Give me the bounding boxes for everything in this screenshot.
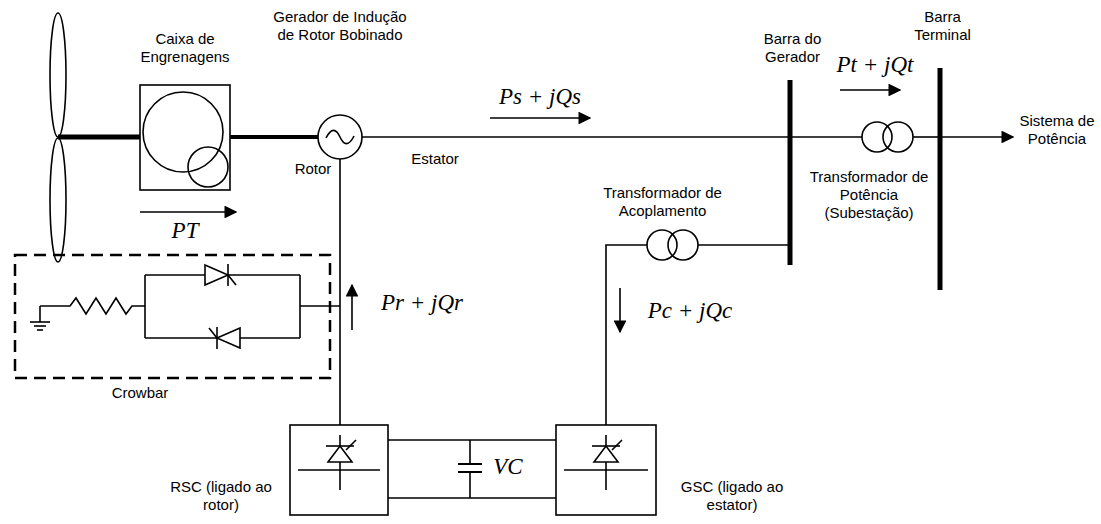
thyristor-symbol	[217, 328, 240, 348]
part-name: Estator	[395, 150, 475, 168]
part-name: Rotor	[288, 160, 338, 178]
power-flow: Pt + jQt	[820, 52, 930, 78]
converter-symbol	[339, 435, 341, 446]
voltage-name: VC	[488, 454, 528, 480]
part-name: Caixa de Engrenagens	[120, 30, 250, 66]
stator-wire	[362, 136, 790, 138]
rotor-wire	[339, 159, 341, 425]
power-flow: Pr + jQr	[362, 290, 482, 316]
ground-symbol	[39, 306, 41, 322]
generator-symbol	[326, 130, 354, 143]
wire	[790, 136, 862, 138]
thyristor-gate	[209, 328, 217, 338]
bus-bar	[938, 68, 943, 290]
gsc-box	[556, 425, 656, 515]
flow-arrow	[490, 117, 590, 119]
wire	[913, 136, 940, 138]
flow-arrow	[940, 136, 1013, 138]
part-name: Sistema de Potência	[1017, 112, 1097, 148]
bus-name: Barra do Gerador	[745, 30, 840, 66]
bus-bar	[788, 80, 793, 265]
transformer-symbol	[883, 122, 913, 152]
capacitor-symbol	[458, 463, 482, 465]
shaft	[58, 135, 140, 140]
blade	[50, 138, 66, 262]
blade	[50, 13, 66, 137]
transformer-symbol	[647, 230, 677, 260]
capacitor-symbol	[469, 472, 471, 498]
thyristor-gate	[228, 275, 236, 285]
wire	[698, 244, 790, 246]
resistor-symbol	[40, 298, 145, 314]
wire	[300, 305, 340, 307]
dc-link	[388, 439, 556, 441]
rsc-box	[290, 425, 388, 515]
gear	[188, 147, 228, 187]
wire	[606, 245, 647, 425]
power-flow: Ps + jQs	[470, 84, 610, 110]
wire	[144, 275, 146, 338]
converter-symbol	[298, 469, 380, 471]
converter-symbol	[605, 462, 607, 490]
flow-arrow	[619, 288, 621, 332]
ground-symbol	[34, 325, 46, 327]
converter-symbol	[612, 440, 622, 450]
flow-arrow	[351, 285, 353, 330]
ground-symbol	[37, 329, 43, 331]
crowbar-box	[15, 255, 330, 378]
gear	[143, 92, 223, 172]
part-name: Transformador de Acoplamento	[580, 184, 745, 220]
power-flow: PT	[150, 218, 220, 244]
flow-arrow	[140, 211, 236, 213]
power-flow: Pc + jQc	[630, 298, 750, 324]
converter-symbol	[605, 435, 607, 446]
dc-link	[388, 497, 556, 499]
part-name: Crowbar	[95, 384, 185, 402]
part-name: Transformador de Potência (Subestação)	[803, 168, 935, 222]
shaft	[230, 135, 318, 139]
converter-symbol	[339, 462, 341, 490]
part-name: GSC (ligado ao estator)	[662, 478, 802, 514]
part-name: RSC (ligado ao rotor)	[155, 478, 287, 514]
capacitor-symbol	[469, 440, 471, 464]
converter-symbol	[346, 440, 356, 450]
thyristor-symbol	[205, 265, 228, 285]
ground-symbol	[30, 321, 50, 323]
bus-name: Barra Terminal	[900, 8, 985, 44]
flow-arrow	[840, 89, 900, 91]
part-name: Gerador de Indução de Rotor Bobinado	[265, 8, 415, 44]
generator-symbol	[318, 115, 362, 159]
gearbox	[140, 85, 230, 190]
